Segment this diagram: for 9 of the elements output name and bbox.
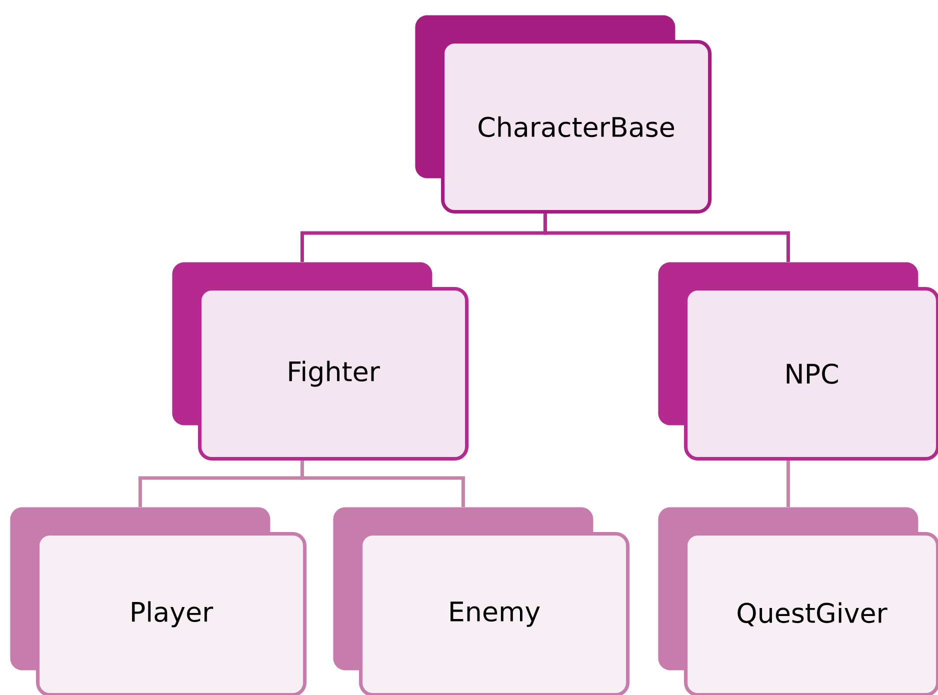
connector-line — [543, 214, 790, 262]
hierarchy-box: QuestGiver — [658, 507, 938, 695]
connector-line — [786, 460, 790, 507]
connector-line — [300, 460, 465, 507]
hierarchy-box: Fighter — [172, 262, 468, 460]
hierarchy-box: CharacterBase — [415, 15, 712, 214]
hierarchy-box: NPC — [658, 262, 938, 460]
hierarchy-box: Player — [10, 507, 306, 695]
hierarchy-box: Enemy — [333, 507, 630, 695]
